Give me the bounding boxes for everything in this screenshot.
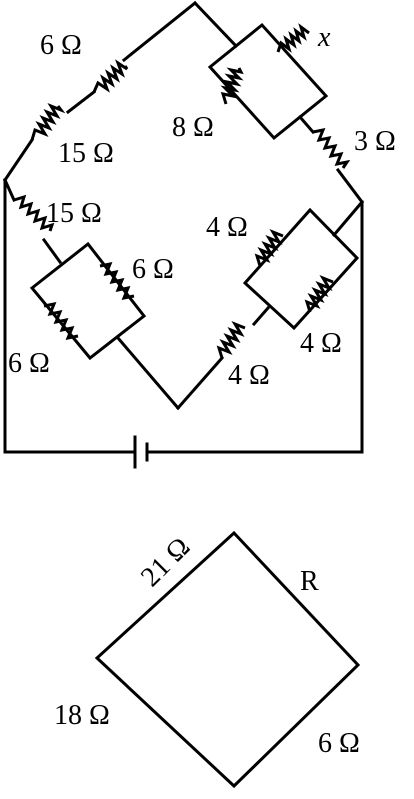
wire xyxy=(115,335,181,411)
parallel-box-6-6 xyxy=(29,241,147,361)
resistor-8-ohm xyxy=(220,67,244,105)
wire xyxy=(3,178,135,454)
wire xyxy=(41,237,63,265)
resistor-4-ohm-top xyxy=(254,228,284,267)
label-15-ohm-top-left: 15 Ω xyxy=(58,138,114,169)
wire xyxy=(335,167,365,205)
label-18-ohm: 18 Ω xyxy=(54,700,110,731)
resistor-15-ohm-left xyxy=(13,194,55,232)
wire xyxy=(65,89,97,115)
branch-bottom-left xyxy=(3,178,181,411)
label-6-ohm-inner: 6 Ω xyxy=(132,254,174,285)
wire xyxy=(251,305,271,327)
wire xyxy=(147,200,364,454)
wire xyxy=(2,137,35,183)
label-6-ohm-top-left: 6 Ω xyxy=(40,30,82,61)
resistor-6-ohm-top-left xyxy=(92,59,129,93)
label-21-ohm: 21 Ω xyxy=(135,532,196,593)
label-6-ohm-bridge: 6 Ω xyxy=(318,728,360,759)
resistor-15-ohm-top-left xyxy=(30,102,66,141)
wire xyxy=(192,0,239,49)
label-6-ohm-outer: 6 Ω xyxy=(8,348,50,379)
wire xyxy=(121,0,198,63)
wire xyxy=(297,114,316,135)
label-4-ohm-side: 4 Ω xyxy=(300,328,342,359)
bridge-diagram: 21 Ω R 18 Ω 6 Ω xyxy=(54,530,361,789)
circuit-diagram: 6 Ω 15 Ω x 8 Ω 3 Ω 15 Ω 6 Ω 6 Ω 4 Ω 4 Ω … xyxy=(2,0,396,469)
battery-loop xyxy=(3,178,364,469)
resistor-4-ohm-side xyxy=(304,274,334,313)
branch-bottom-right xyxy=(175,199,365,411)
label-8-ohm: 8 Ω xyxy=(172,112,214,143)
label-4-ohm-top: 4 Ω xyxy=(206,212,248,243)
resistor-3-ohm xyxy=(312,127,351,169)
label-15-ohm-left: 15 Ω xyxy=(46,198,102,229)
parallel-box-x-8 xyxy=(207,22,329,141)
resistor-x xyxy=(276,23,310,53)
label-x: x xyxy=(317,22,331,53)
bridge-square xyxy=(94,530,361,789)
resistor-6-ohm-outer xyxy=(43,301,79,341)
wire xyxy=(175,355,225,411)
parallel-box-4-4 xyxy=(242,207,360,331)
resistor-6-ohm-inner xyxy=(99,261,135,301)
label-r: R xyxy=(300,566,319,597)
label-3-ohm: 3 Ω xyxy=(354,126,396,157)
resistor-4-ohm-bottom xyxy=(216,320,246,359)
branch-top-left xyxy=(2,0,198,183)
branch-top-right xyxy=(192,0,365,205)
label-4-ohm-bottom: 4 Ω xyxy=(228,360,270,391)
wire xyxy=(331,199,365,238)
